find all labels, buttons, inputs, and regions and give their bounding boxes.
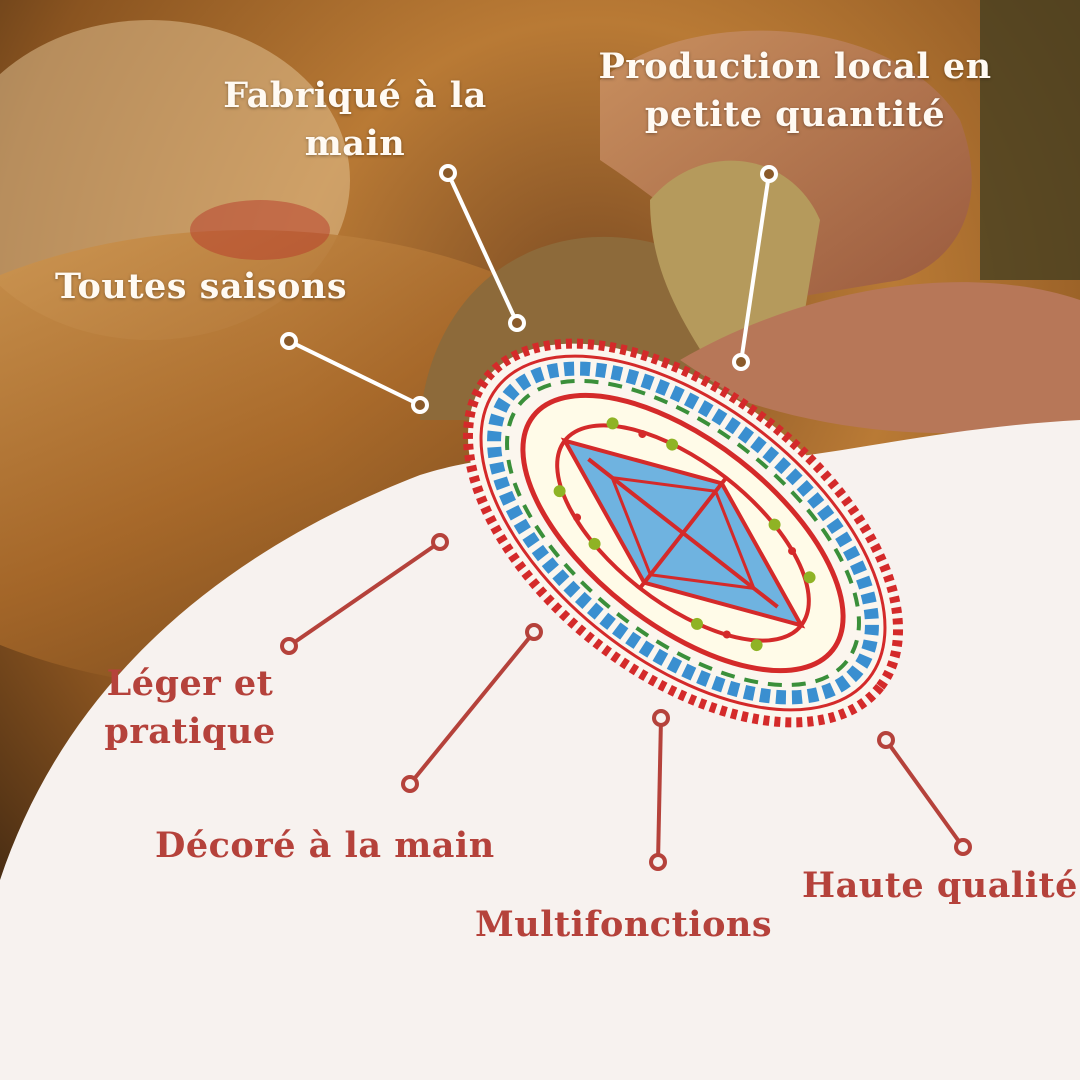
feature-all-seasons: Toutes saisons	[55, 263, 347, 311]
feature-light-practical: Léger et pratique	[95, 660, 285, 756]
feature-local-production: Production local en petite quantité	[575, 43, 1015, 139]
feature-high-quality-line1: Haute qualité	[802, 865, 1078, 906]
feature-handmade: Fabriqué à la main	[205, 72, 505, 168]
feature-all-seasons-line1: Toutes saisons	[55, 266, 348, 307]
callout-lines-white	[280, 164, 778, 414]
feature-hand-decorated-line1: Décoré à la main	[155, 825, 495, 866]
feature-light-practical-line1: Léger et	[106, 663, 274, 704]
feature-local-production-line2: petite quantité	[644, 94, 946, 135]
feature-high-quality: Haute qualité	[802, 862, 1078, 910]
feature-hand-decorated: Décoré à la main	[155, 822, 495, 870]
feature-light-practical-line2: pratique	[104, 711, 276, 752]
callout-lines-red	[280, 533, 972, 871]
feature-multifunction: Multifonctions	[475, 901, 772, 949]
feature-handmade-line1: Fabriqué à la	[223, 75, 487, 116]
tunisian-ceramic-plate	[462, 338, 904, 728]
feature-local-production-line1: Production local en	[598, 46, 992, 87]
feature-handmade-line2: main	[304, 123, 406, 164]
feature-multifunction-line1: Multifonctions	[475, 904, 773, 945]
